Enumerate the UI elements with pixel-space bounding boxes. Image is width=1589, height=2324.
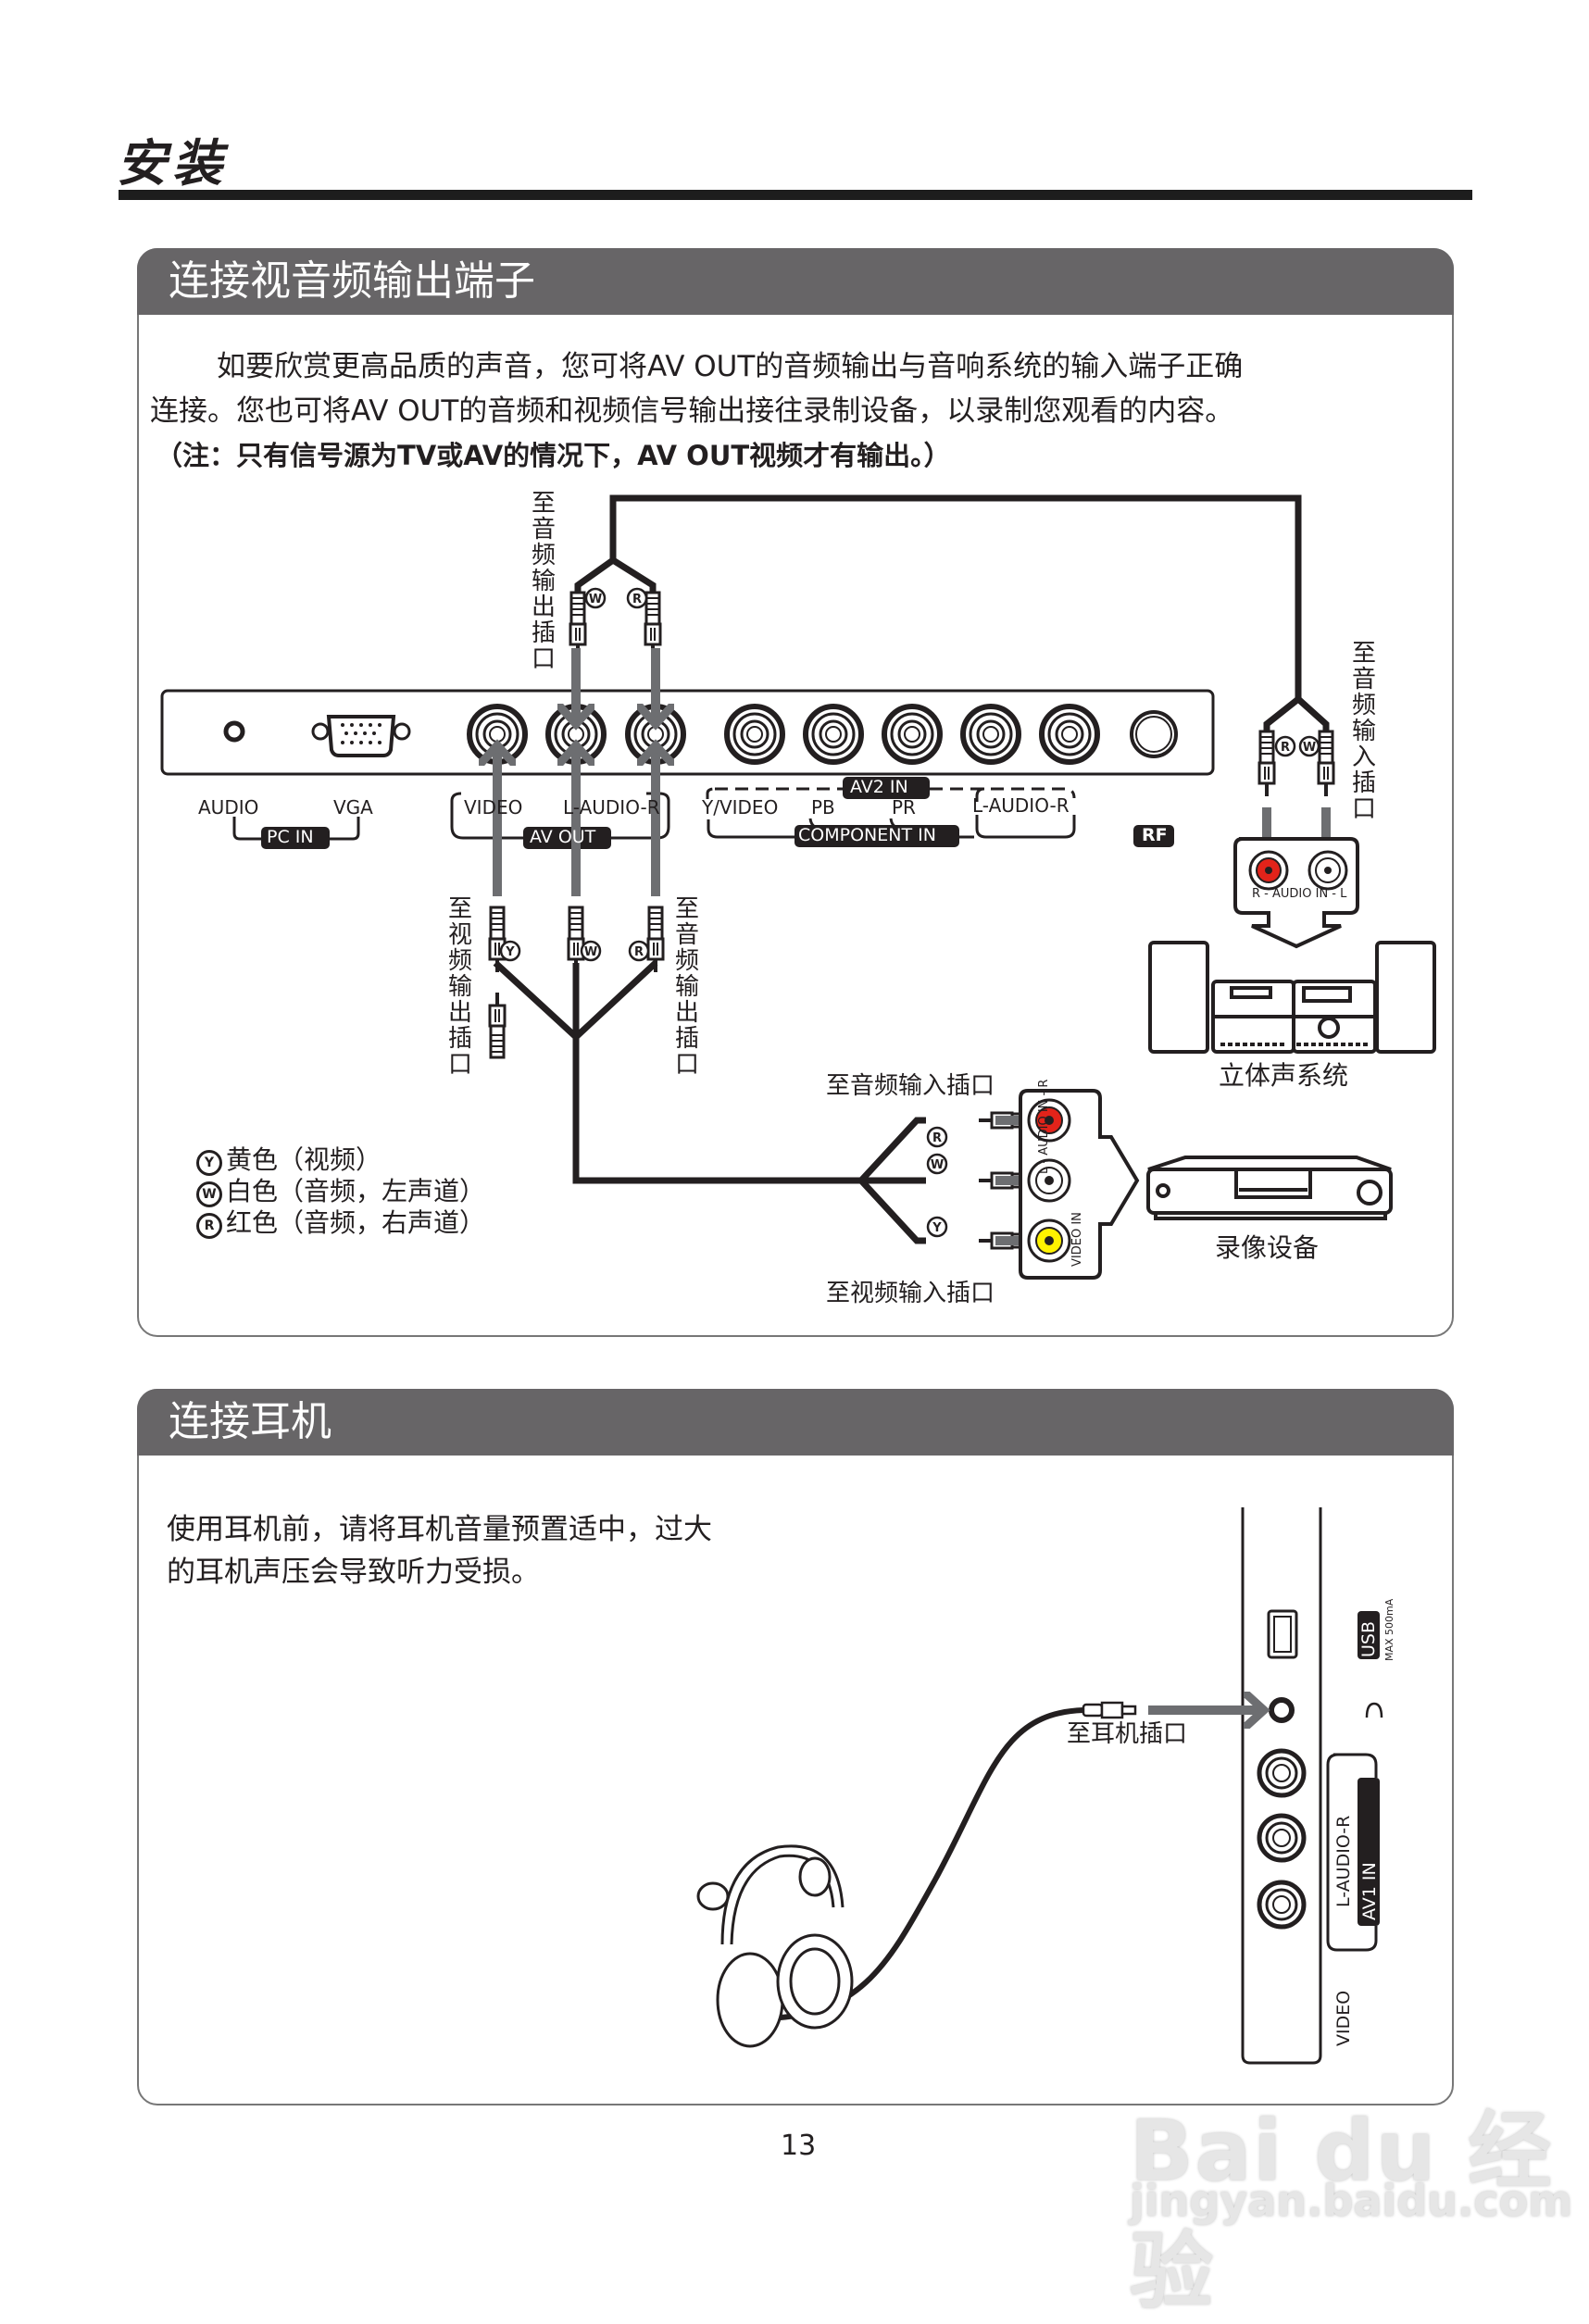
usb-port bbox=[1267, 1609, 1298, 1659]
av2-audio-r-jack bbox=[1042, 706, 1097, 762]
plug-white-top bbox=[569, 591, 587, 659]
label-av-out-video: VIDEO bbox=[464, 796, 523, 818]
label-to-headphone-jack: 至耳机插口 bbox=[1067, 1720, 1188, 1748]
av2-audio-l-jack bbox=[963, 706, 1019, 762]
intro-line-1: 如要欣赏更高品质的声音，您可将AV OUT的音频输出与音响系统的输入端子正确 bbox=[217, 350, 1244, 383]
label-pb: PB bbox=[811, 796, 835, 818]
av1-jacks bbox=[1257, 1748, 1307, 1930]
mark-w-top: W bbox=[589, 593, 602, 606]
svg-text:R: R bbox=[632, 593, 642, 606]
label-av2-in: AV2 IN bbox=[850, 777, 908, 797]
tv-side-panel bbox=[1241, 1507, 1322, 2065]
svg-text:R: R bbox=[1281, 741, 1290, 755]
intro-line-2: 连接。您也可将AV OUT的音频和视频信号输出接往录制设备，以录制您观看的内容。 bbox=[150, 394, 1234, 428]
component-pb-jack bbox=[806, 706, 861, 762]
av-connection-diagram: W R R W Y W R R W Y bbox=[160, 494, 1436, 1280]
audio-cable-to-stereo bbox=[574, 494, 1330, 731]
headphone-diagram bbox=[696, 1507, 1383, 2065]
vlabel-to-audio-out-top: 至音频输出插口 bbox=[531, 490, 556, 673]
page-number: 13 bbox=[781, 2130, 817, 2162]
av-cable-to-recorder bbox=[493, 960, 926, 1244]
headphone-line-2: 的耳机声压会导致听力受损。 bbox=[167, 1556, 540, 1589]
pc-audio-jack bbox=[223, 720, 245, 743]
red-mark-icon: R bbox=[196, 1213, 222, 1239]
vlabel-to-audio-in: 至音频输入插口 bbox=[1351, 640, 1376, 823]
plug-red-stereo bbox=[1257, 730, 1276, 798]
recorder-jack-video-label: VIDEO IN bbox=[1070, 1212, 1084, 1267]
tv-back-panel bbox=[160, 689, 1215, 776]
label-rf: RF bbox=[1142, 825, 1168, 845]
svg-text:W: W bbox=[584, 945, 597, 959]
label-av-out-audio: L-AUDIO-R bbox=[563, 796, 660, 818]
vlabel-to-video-out: 至视频输出插口 bbox=[447, 895, 472, 1079]
stereo-jack-label: R - AUDIO IN - L bbox=[1252, 887, 1347, 901]
label-vga: VGA bbox=[333, 796, 373, 818]
label-y-video: Y/VIDEO bbox=[702, 796, 779, 818]
label-pc-in: PC IN bbox=[267, 827, 314, 847]
stereo-audio-in-panel bbox=[1233, 837, 1359, 949]
plug-red-top bbox=[644, 591, 662, 659]
stereo-system-icon bbox=[1148, 941, 1436, 1054]
recorder-caption: 录像设备 bbox=[1215, 1232, 1320, 1263]
component-y-jack bbox=[727, 706, 782, 762]
video-recorder-icon bbox=[1146, 1156, 1393, 1220]
vlabel-to-audio-out-bottom: 至音频输出插口 bbox=[674, 895, 699, 1079]
headphone-plug bbox=[1082, 1701, 1137, 1719]
recorder-video-label: 至视频输入插口 bbox=[826, 1280, 995, 1307]
recorder-audio-label: 至音频输入插口 bbox=[826, 1072, 995, 1100]
svg-text:Y: Y bbox=[505, 945, 515, 959]
stereo-caption: 立体声系统 bbox=[1219, 1060, 1349, 1091]
rf-jack bbox=[1130, 710, 1178, 758]
section-header-headphone: 连接耳机 bbox=[137, 1389, 1454, 1456]
headphones-icon bbox=[696, 1844, 854, 2048]
svg-text:W: W bbox=[1303, 741, 1316, 755]
vga-port bbox=[311, 715, 411, 757]
av1-audio-label: L-AUDIO-R bbox=[1333, 1815, 1354, 1907]
headphone-line-1: 使用耳机前，请将耳机音量预置适中，过大 bbox=[167, 1513, 712, 1546]
svg-text:R: R bbox=[634, 945, 644, 959]
usb-badge: USB bbox=[1358, 1620, 1379, 1657]
section-header-av: 连接视音频输出端子 bbox=[137, 248, 1454, 315]
av1-video-label: VIDEO bbox=[1333, 1990, 1354, 2046]
headphone-jack bbox=[1269, 1697, 1295, 1723]
svg-text:R: R bbox=[932, 1131, 942, 1145]
usb-badge-bg bbox=[1358, 1611, 1380, 1659]
label-audio: AUDIO bbox=[198, 796, 259, 818]
usb-max-label: MAX 500mA bbox=[1383, 1598, 1395, 1661]
label-av2-audio: L-AUDIO-R bbox=[972, 794, 1070, 817]
title-rule bbox=[119, 190, 1472, 200]
svg-text:W: W bbox=[931, 1158, 944, 1172]
svg-text:Y: Y bbox=[932, 1221, 942, 1235]
white-mark-icon: W bbox=[196, 1181, 222, 1207]
intro-note: （注：只有信号源为TV或AV的情况下，AV OUT视频才有输出。） bbox=[156, 440, 951, 471]
headphone-symbol-icon bbox=[1365, 1702, 1383, 1718]
component-pr-jack bbox=[884, 706, 940, 762]
av1-in-label: AV1 IN bbox=[1359, 1862, 1380, 1920]
label-av-out: AV OUT bbox=[530, 827, 596, 847]
recorder-jack-audio-label: L - AUDIO IN - R bbox=[1037, 1079, 1051, 1174]
page-title: 安装 bbox=[117, 133, 228, 193]
label-component-in: COMPONENT IN bbox=[798, 825, 936, 845]
recorder-input-panel bbox=[1019, 1089, 1140, 1280]
watermark-url: jingyan.baidu.com bbox=[1130, 2176, 1573, 2226]
label-pr: PR bbox=[892, 796, 916, 818]
yellow-mark-icon: Y bbox=[196, 1150, 222, 1176]
plug-white-stereo bbox=[1317, 730, 1335, 798]
